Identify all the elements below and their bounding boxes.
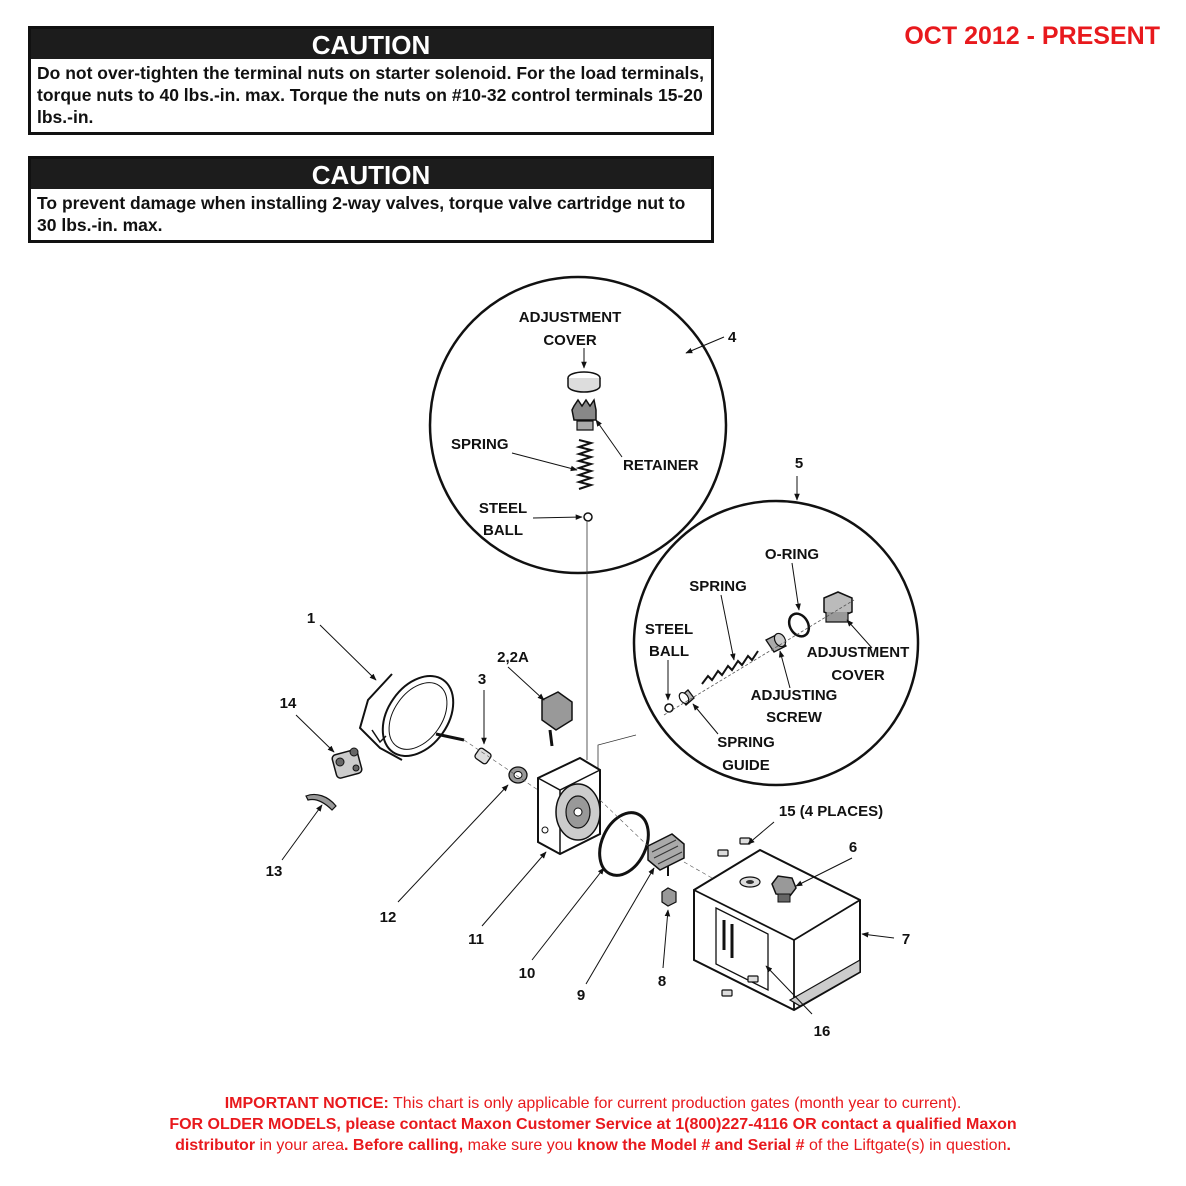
label-adjustment: ADJUSTMENT xyxy=(519,309,622,326)
spring-part-icon xyxy=(701,650,759,685)
label-spring-guide-l2: GUIDE xyxy=(722,757,770,774)
notice-before-calling: . Before calling, xyxy=(344,1137,464,1154)
callout-6: 6 xyxy=(849,839,857,856)
starter-solenoid-part-icon xyxy=(331,747,363,779)
strap-part-icon xyxy=(305,793,337,811)
callout-1: 1 xyxy=(307,610,315,627)
shaft-seal-part-icon xyxy=(508,766,528,784)
callout-3: 3 xyxy=(478,671,486,688)
label-spring: SPRING xyxy=(689,578,747,595)
notice-line-1: IMPORTANT NOTICE: This chart is only app… xyxy=(0,1093,1186,1114)
caution-heading: CAUTION xyxy=(31,159,711,190)
label-steel: STEEL xyxy=(479,500,527,517)
label-screw: SCREW xyxy=(766,709,823,726)
notice-model-serial: know the Model # and Serial # xyxy=(576,1137,805,1154)
callout-15: 15 (4 PLACES) xyxy=(779,803,883,820)
caution-text: To prevent damage when installing 2-way … xyxy=(37,193,686,235)
steel-ball-part-icon xyxy=(664,703,674,713)
label-steel: STEEL xyxy=(645,621,693,638)
adjustment-cover-hex-icon xyxy=(823,591,853,623)
label-o-ring: O-RING xyxy=(765,546,819,563)
callout-5: 5 xyxy=(795,455,803,472)
notice-distributor: distributor xyxy=(175,1137,256,1154)
fitting-part-icon xyxy=(661,887,677,907)
spring-guide-part-icon xyxy=(678,689,695,706)
notice-line-2-text: FOR OLDER MODELS, please contact Maxon C… xyxy=(169,1116,1017,1133)
notice-in-your-area: in your area xyxy=(255,1137,345,1154)
pump-end-head-part-icon xyxy=(537,756,601,856)
callout-7: 7 xyxy=(902,931,910,948)
mounting-screws-part-icon xyxy=(717,837,759,997)
breather-cap-part-icon xyxy=(771,875,797,903)
detail-5-adjustment-valve: 5 O-RING S xyxy=(632,455,920,787)
notice-line-3: distributor in your area. Before calling… xyxy=(0,1135,1186,1156)
label-ball: BALL xyxy=(649,643,689,660)
callout-4: 4 xyxy=(728,329,737,346)
notice-line-2: FOR OLDER MODELS, please contact Maxon C… xyxy=(0,1114,1186,1135)
callout-14: 14 xyxy=(280,695,297,712)
callout-13: 13 xyxy=(266,863,283,880)
caution-box-terminal-nuts: CAUTION Do not over-tighten the terminal… xyxy=(28,26,714,135)
label-adjustment: ADJUSTMENT xyxy=(807,644,910,661)
callout-10: 10 xyxy=(519,965,536,982)
label-cover: COVER xyxy=(543,332,597,349)
callout-8: 8 xyxy=(658,973,666,990)
callout-2-2a: 2,2A xyxy=(497,649,529,666)
valve-part-icon xyxy=(541,691,573,747)
reservoir-o-ring-part-icon xyxy=(598,811,650,877)
important-notice: IMPORTANT NOTICE: This chart is only app… xyxy=(0,1093,1186,1156)
label-spring: SPRING xyxy=(451,436,509,453)
caution-text: Do not over-tighten the terminal nuts on… xyxy=(37,63,705,127)
notice-liftgate: of the Liftgate(s) in question xyxy=(804,1137,1007,1154)
motor-part-icon xyxy=(330,673,465,800)
callout-9: 9 xyxy=(577,987,585,1004)
notice-period: . xyxy=(1006,1137,1011,1154)
adjustment-cover-part-icon xyxy=(567,371,601,393)
label-adjusting: ADJUSTING xyxy=(751,687,838,704)
notice-line-1-text: This chart is only applicable for curren… xyxy=(388,1095,962,1112)
callout-16: 16 xyxy=(814,1023,831,1040)
label-retainer: RETAINER xyxy=(623,457,699,474)
notice-heading: IMPORTANT NOTICE: xyxy=(224,1095,389,1112)
date-range-label: OCT 2012 - PRESENT xyxy=(904,22,1160,50)
o-ring-part-icon xyxy=(787,612,811,638)
retainer-part-icon xyxy=(571,398,597,431)
label-ball: BALL xyxy=(483,522,523,539)
reservoir-part-icon xyxy=(693,848,861,1012)
detail-4-relief-valve: ADJUSTMENT COVER SPRING RETAINER STEEL B… xyxy=(428,275,737,575)
label-spring-guide-l1: SPRING xyxy=(717,734,775,751)
steel-ball-part-icon xyxy=(583,512,593,522)
suction-filter-part-icon xyxy=(647,833,685,876)
caution-heading: CAUTION xyxy=(31,29,711,60)
label-cover: COVER xyxy=(831,667,885,684)
adjusting-screw-part-icon xyxy=(765,632,787,653)
spring-part-icon xyxy=(575,439,595,490)
caution-box-2-way-valves: CAUTION To prevent damage when installin… xyxy=(28,156,714,243)
callout-12: 12 xyxy=(380,909,397,926)
coupling-part-icon xyxy=(474,747,492,765)
callout-11: 11 xyxy=(468,931,484,948)
notice-make-sure: make sure you xyxy=(463,1137,577,1154)
